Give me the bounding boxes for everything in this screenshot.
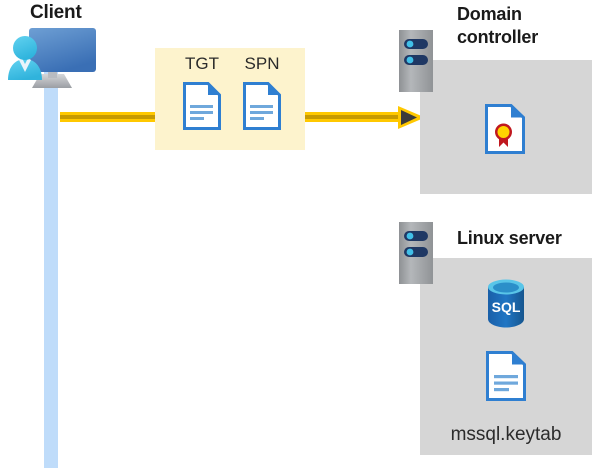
client-computer-icon: [6, 26, 98, 92]
server-tower-icon-domain-controller: [399, 30, 433, 92]
client-lifeline: [44, 72, 58, 468]
client-label: Client: [30, 2, 82, 23]
token-label-spn: SPN: [244, 54, 280, 73]
linux-server-label: Linux server: [457, 228, 562, 248]
server-tower-icon-linux-server: [399, 222, 433, 284]
document-icon-spn: [243, 82, 281, 130]
keytab-file-label: mssql.keytab: [450, 424, 562, 445]
domain-controller-label-line2: controller: [457, 27, 539, 47]
svg-text:SQL: SQL: [492, 299, 521, 315]
domain-controller-label-line1: Domain: [457, 4, 522, 24]
certificate-document-icon: [485, 104, 525, 154]
domain-controller-label: Domain controller: [457, 3, 597, 49]
document-icon-keytab: [486, 351, 526, 401]
document-icon-tgt: [183, 82, 221, 130]
sql-database-icon: SQL: [485, 278, 527, 328]
token-label-tgt: TGT: [185, 54, 219, 73]
